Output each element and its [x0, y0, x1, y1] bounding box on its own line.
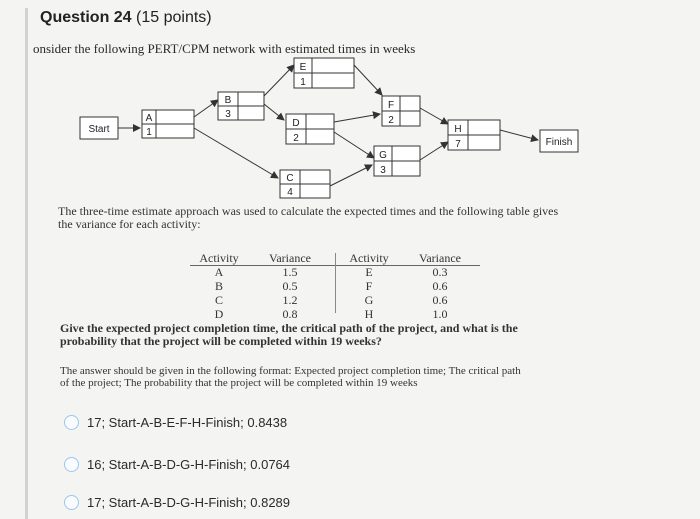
node-a: A 1 [141, 109, 195, 139]
cell-variance-g: 0.6 [432, 293, 448, 307]
svg-text:Start: Start [88, 124, 109, 135]
radio-button[interactable] [64, 495, 79, 510]
answer-option-1[interactable]: 17; Start-A-B-E-F-H-Finish; 0.8438 [64, 415, 287, 430]
answer-format: The answer should be given in the follow… [60, 365, 521, 389]
header-activity-left: Activity [199, 251, 239, 265]
question-points: (15 points) [136, 9, 212, 26]
variance-column-left: Variance 1.5 0.5 1.2 0.8 [260, 251, 320, 321]
pert-network-diagram: Start Finish A 1 B 3 E 1 D 2 C 4 [79, 57, 579, 199]
cell-activity-f: F [365, 279, 373, 293]
cell-activity-d: D [214, 307, 224, 321]
cell-variance-h: 1.0 [432, 307, 448, 321]
node-h: H 7 [447, 119, 501, 151]
header-activity-right: Activity [349, 251, 389, 265]
question-body: Give the expected project completion tim… [60, 322, 518, 348]
answer-option-2[interactable]: 16; Start-A-B-D-G-H-Finish; 0.0764 [64, 457, 290, 472]
svg-text:1: 1 [146, 127, 152, 138]
cell-variance-e: 0.3 [432, 265, 448, 279]
svg-text:4: 4 [287, 187, 293, 198]
activity-column-left: Activity A B C D [190, 251, 248, 321]
node-b: B 3 [217, 91, 265, 121]
cell-activity-e: E [365, 265, 373, 279]
answer-option-label: 16; Start-A-B-D-G-H-Finish; 0.0764 [87, 457, 291, 472]
cell-activity-b: B [214, 279, 223, 293]
node-e: E 1 [293, 57, 355, 89]
svg-text:3: 3 [380, 165, 386, 176]
node-f: F 2 [381, 95, 421, 127]
variance-column-right: Variance 0.3 0.6 0.6 1.0 [410, 251, 470, 321]
cell-variance-f: 0.6 [432, 279, 448, 293]
svg-text:B: B [225, 95, 232, 106]
node-c: C 4 [279, 169, 331, 199]
cell-variance-c: 1.2 [282, 293, 298, 307]
svg-text:Finish: Finish [546, 137, 573, 148]
answer-format-line-2: of the project; The probability that the… [60, 377, 418, 389]
cell-variance-b: 0.5 [282, 279, 298, 293]
cell-variance-a: 1.5 [282, 265, 298, 279]
header-variance-left: Variance [269, 251, 311, 265]
svg-text:G: G [379, 150, 387, 161]
cell-activity-g: G [364, 293, 374, 307]
svg-text:A: A [146, 113, 153, 124]
table-divider [335, 253, 336, 313]
svg-text:D: D [292, 118, 299, 129]
svg-text:E: E [300, 62, 307, 73]
answer-option-label: 17; Start-A-B-D-G-H-Finish; 0.8289 [87, 495, 291, 510]
node-start: Start [79, 116, 119, 140]
question-prompt: onsider the following PERT/CPM network w… [33, 41, 416, 56]
left-rule [25, 8, 28, 519]
svg-text:1: 1 [300, 77, 306, 88]
svg-text:C: C [286, 173, 293, 184]
cell-activity-h: H [364, 307, 374, 321]
answer-option-3[interactable]: 17; Start-A-B-D-G-H-Finish; 0.8289 [64, 495, 290, 510]
radio-button[interactable] [64, 457, 79, 472]
svg-text:F: F [388, 100, 394, 111]
variance-intro-line-2: the variance for each activity: [58, 217, 201, 231]
answer-option-label: 17; Start-A-B-E-F-H-Finish; 0.8438 [87, 415, 288, 430]
question-title: Question 24 (15 points) [40, 9, 212, 27]
node-finish: Finish [539, 129, 579, 153]
activity-column-right: Activity E F G H [340, 251, 398, 321]
cell-activity-a: A [214, 265, 224, 279]
variance-intro: The three-time estimate approach was use… [58, 205, 558, 231]
header-variance-right: Variance [419, 251, 461, 265]
variance-intro-line-1: The three-time estimate approach was use… [58, 204, 559, 218]
node-d: D 2 [285, 113, 335, 145]
svg-text:3: 3 [225, 109, 231, 120]
question-body-line-1: Give the expected project completion tim… [60, 321, 518, 335]
cell-variance-d: 0.8 [282, 307, 298, 321]
cell-activity-c: C [214, 293, 223, 307]
radio-button[interactable] [64, 415, 79, 430]
question-body-line-2: probability that the project will be com… [60, 334, 382, 348]
node-g: G 3 [373, 145, 421, 177]
answer-format-line-1: The answer should be given in the follow… [60, 365, 521, 377]
svg-text:2: 2 [388, 115, 394, 126]
question-number: Question 24 [40, 9, 132, 26]
svg-text:7: 7 [455, 139, 461, 150]
svg-text:H: H [454, 124, 461, 135]
svg-text:2: 2 [293, 133, 299, 144]
